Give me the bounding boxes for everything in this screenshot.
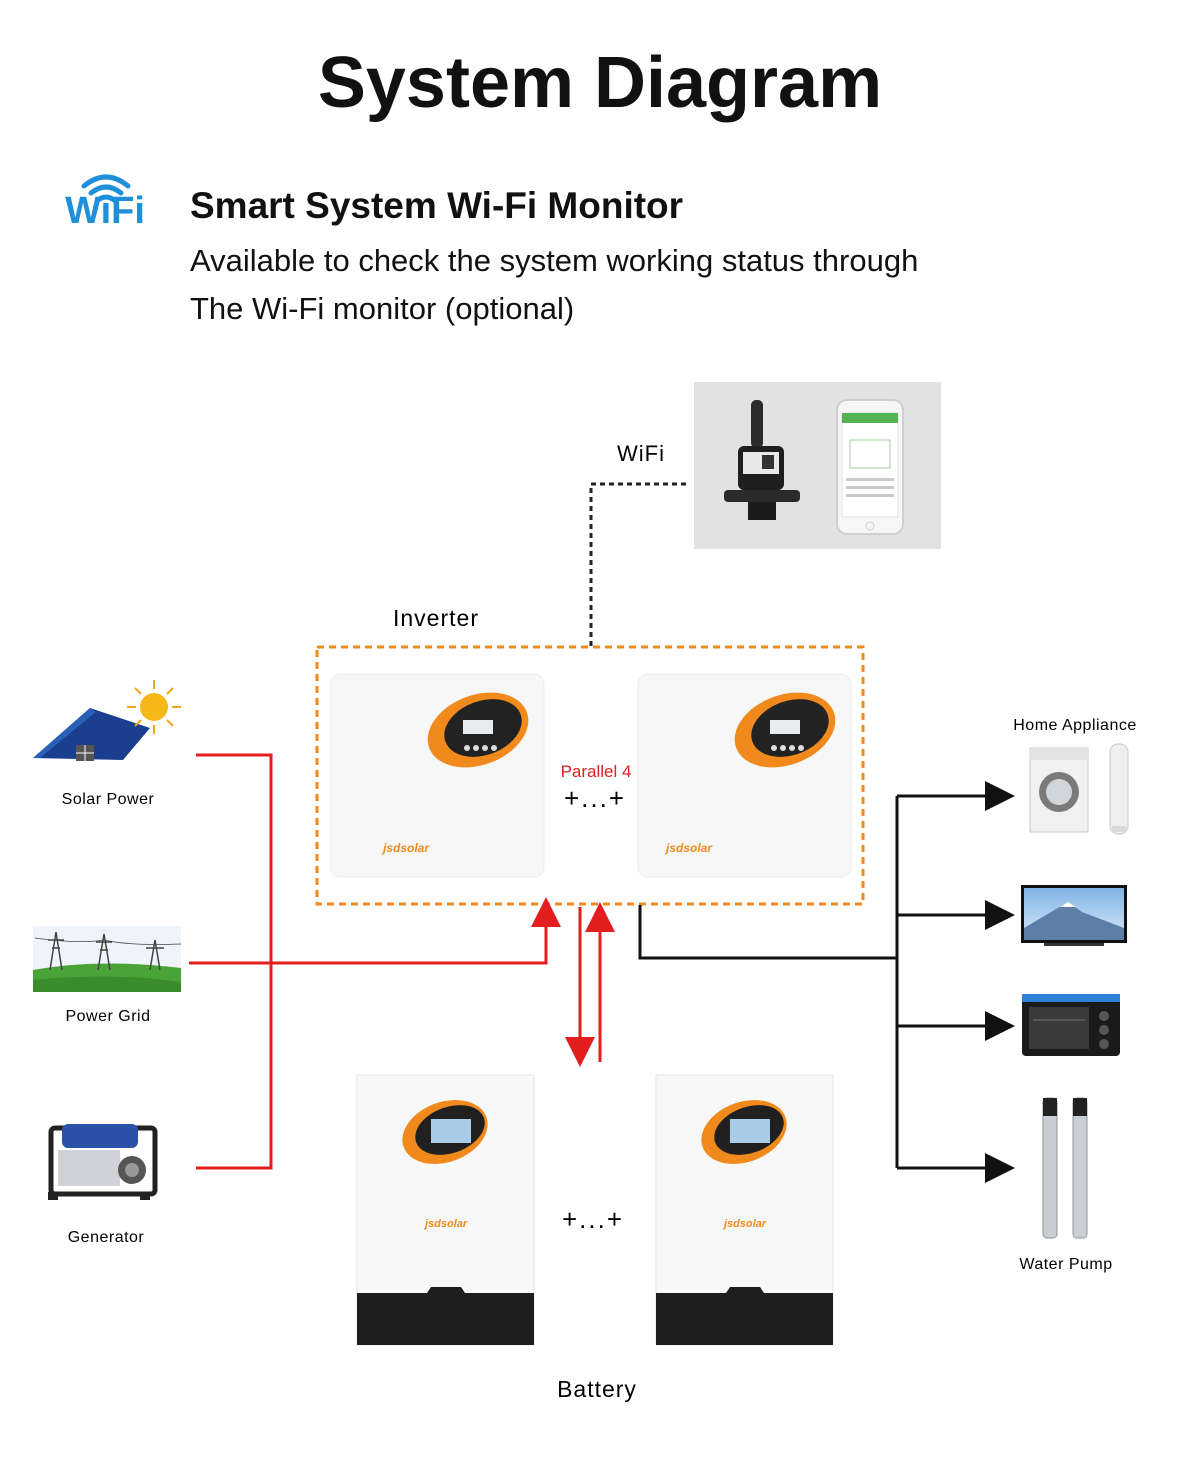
- wifi-module-panel: [694, 382, 941, 549]
- brand-logo-text: jsdsolar: [381, 841, 430, 855]
- power-grid-label: Power Grid: [65, 1008, 150, 1025]
- wifi-section-description-line2: The Wi-Fi monitor (optional): [190, 291, 575, 326]
- input-power-lines: [189, 753, 615, 1170]
- wifi-logo-text: WiFi: [65, 190, 145, 232]
- parallel-label: Parallel 4: [561, 762, 632, 781]
- inverter-unit-2: jsdsolar: [637, 673, 852, 878]
- brand-logo-text: jsdsolar: [664, 841, 713, 855]
- inverter-plus-label: +...+: [564, 783, 626, 813]
- home-appliance-label: Home Appliance: [1013, 717, 1137, 734]
- battery-unit-2: jsdsolar: [655, 1074, 834, 1346]
- output-power-lines: [638, 781, 1015, 1183]
- air-conditioner-icon: [1109, 743, 1129, 835]
- wifi-dotted-link: [589, 482, 690, 646]
- water-pump-icon: [1042, 1097, 1088, 1239]
- wifi-logo-icon: WiFi: [65, 174, 145, 232]
- power-grid-icon: [33, 926, 182, 992]
- generator-label: Generator: [68, 1229, 145, 1246]
- brand-logo-text: jsdsolar: [722, 1218, 767, 1230]
- page-title: System Diagram: [317, 43, 883, 123]
- wifi-section-description-line1: Available to check the system working st…: [190, 243, 919, 278]
- inverter-group-border: [315, 645, 865, 906]
- smartphone-icon: [836, 399, 904, 535]
- inverter-unit-1: jsdsolar: [330, 673, 545, 878]
- wifi-dongle-icon: [724, 400, 800, 520]
- water-pump-label: Water Pump: [1019, 1256, 1112, 1273]
- battery-label: Battery: [557, 1376, 637, 1402]
- battery-unit-1: jsdsolar: [356, 1074, 535, 1346]
- washing-machine-icon: [1029, 747, 1089, 833]
- solar-power-icon: [33, 680, 181, 761]
- wifi-label: WiFi: [617, 441, 665, 466]
- wifi-section-heading: Smart System Wi-Fi Monitor: [190, 185, 684, 226]
- brand-logo-text: jsdsolar: [423, 1218, 468, 1230]
- inverter-label: Inverter: [393, 605, 479, 631]
- battery-plus-label: +...+: [562, 1204, 624, 1234]
- generator-icon: [48, 1124, 158, 1200]
- solar-power-label: Solar Power: [62, 791, 155, 808]
- television-icon: [1021, 885, 1127, 946]
- oven-icon: [1022, 994, 1120, 1056]
